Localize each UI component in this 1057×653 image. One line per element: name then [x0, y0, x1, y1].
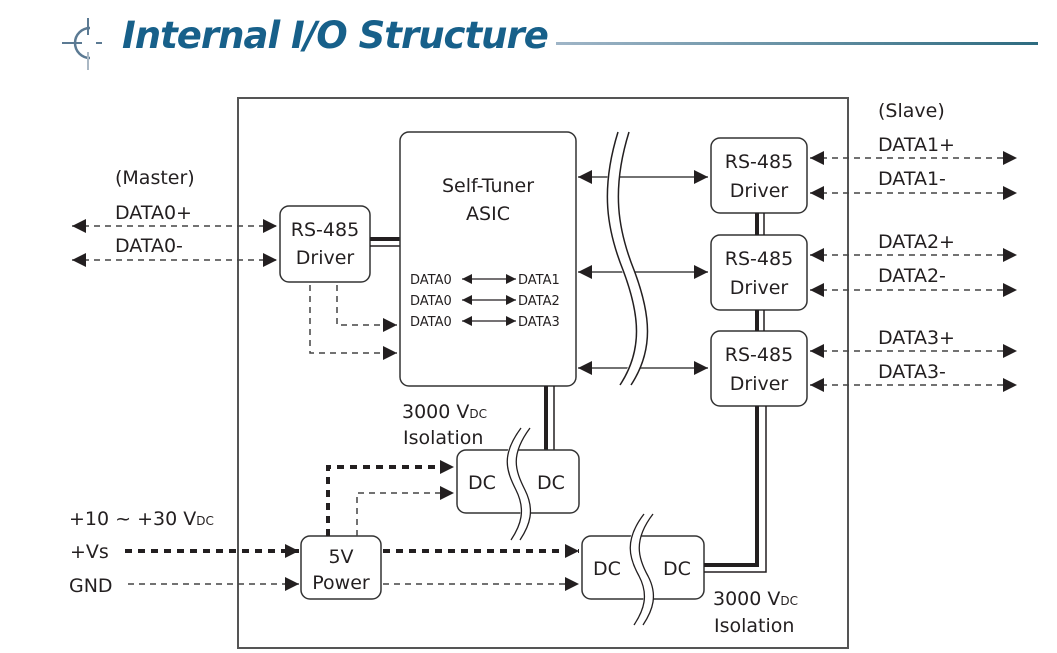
- asic-map-2-from: DATA0: [410, 294, 452, 309]
- data1-minus-label: DATA1-: [878, 168, 946, 190]
- dc-slave-bus-thin: [704, 406, 767, 573]
- slave-rs485-driver-1: RS-485 Driver: [710, 137, 808, 214]
- driver-line1: RS-485: [291, 219, 359, 241]
- isolation-1-voltage-value: 3000 V: [402, 401, 469, 423]
- driver-line2: Driver: [730, 180, 789, 202]
- dc-left-label: DC: [468, 472, 496, 494]
- driver-line2: Driver: [730, 373, 789, 395]
- asic-line2: ASIC: [466, 203, 510, 225]
- module-enclosure: [237, 97, 849, 649]
- isolation-2-voltage: 3000 VDC: [713, 588, 798, 610]
- data0-plus-label: DATA0+: [115, 202, 192, 224]
- header-rule: [556, 42, 1038, 45]
- input-range-label: +10 ~ +30 VDC: [69, 508, 214, 530]
- self-tuner-asic: Self-Tuner ASIC DATA0 DATA1 DATA0 DATA2 …: [399, 131, 577, 387]
- crosshair-logo-icon: [62, 18, 102, 70]
- data3-minus-label: DATA3-: [878, 361, 946, 383]
- page-title: Internal I/O Structure: [122, 14, 549, 57]
- dc-dc-converter-2: DC DC: [581, 510, 705, 628]
- asic-map-1-to: DATA1: [518, 273, 560, 288]
- asic-map-2-to: DATA2: [518, 294, 560, 309]
- master-rs485-driver: RS-485 Driver: [279, 205, 371, 283]
- power-line2: Power: [312, 572, 370, 594]
- slave-label: (Slave): [878, 100, 945, 122]
- asic-line1: Self-Tuner: [442, 175, 534, 197]
- driver-line2: Driver: [296, 247, 355, 269]
- driver-line1: RS-485: [725, 248, 793, 270]
- gnd-label: GND: [69, 575, 113, 597]
- asic-map-3-from: DATA0: [410, 315, 452, 330]
- data0-minus-label: DATA0-: [115, 235, 183, 257]
- driver-control-line-1: [336, 285, 397, 332]
- slave-rs485-driver-3: RS-485 Driver: [710, 330, 808, 407]
- power-dc1-gnd-line: [356, 486, 454, 536]
- isolation-2-voltage-value: 3000 V: [713, 588, 780, 610]
- isolation-1-label: Isolation: [403, 427, 483, 449]
- asic-map-3-to: DATA3: [518, 315, 560, 330]
- slave-rs485-driver-2: RS-485 Driver: [710, 234, 808, 311]
- driver-line1: RS-485: [725, 151, 793, 173]
- dc-dc-converter-1: DC DC: [456, 425, 580, 543]
- asic-map-1-from: DATA0: [410, 273, 452, 288]
- driver-line2: Driver: [730, 277, 789, 299]
- data3-plus-label: DATA3+: [878, 327, 955, 349]
- data1-plus-label: DATA1+: [878, 134, 955, 156]
- vs-label: +Vs: [70, 541, 109, 563]
- driver-control-line-2: [309, 285, 397, 360]
- input-range-subscript: DC: [196, 514, 214, 528]
- data2-minus-label: DATA2-: [878, 265, 946, 287]
- data2-plus-label: DATA2+: [878, 231, 955, 253]
- master-label: (Master): [115, 167, 195, 189]
- input-range-value: +10 ~ +30 V: [69, 508, 196, 530]
- signal-break-squiggle: [606, 130, 649, 389]
- dc-right-label: DC: [663, 558, 691, 580]
- isolation-2-label: Isolation: [714, 615, 794, 637]
- dc-left-label: DC: [593, 558, 621, 580]
- dc-slave-bus: [704, 406, 759, 567]
- driver-line1: RS-485: [725, 344, 793, 366]
- 5v-power-block: 5V Power: [300, 535, 382, 600]
- isolation-1-voltage: 3000 VDC: [402, 401, 487, 423]
- power-line1: 5V: [328, 546, 353, 568]
- dc-right-label: DC: [537, 472, 565, 494]
- power-dc1-vs-line: [326, 460, 454, 536]
- isolation-1-subscript: DC: [469, 407, 487, 421]
- isolation-2-subscript: DC: [780, 594, 798, 608]
